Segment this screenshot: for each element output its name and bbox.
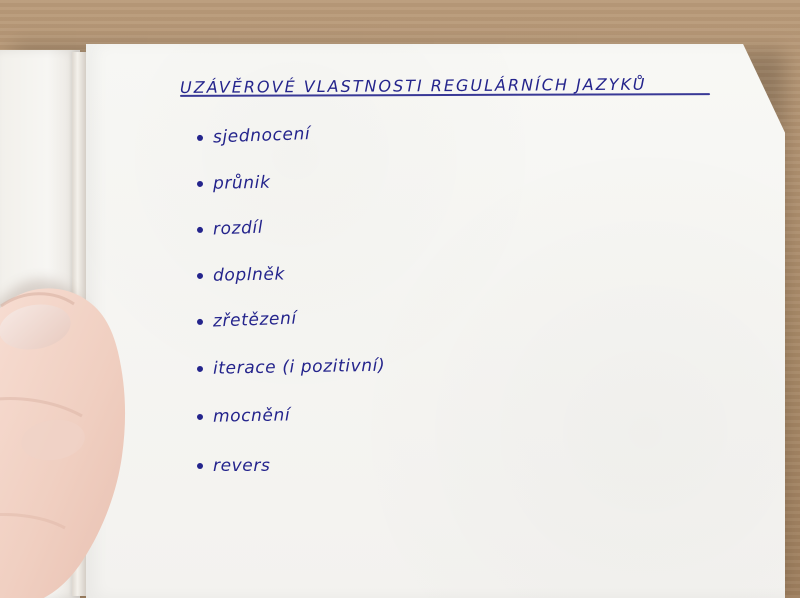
list-item-label: rozdíl [212,217,264,240]
list-item-label: zřetězení [212,308,298,332]
list-item: mocnění [196,405,291,427]
list-item: zřetězení [196,308,298,332]
list-item-label: mocnění [212,405,291,427]
bullet-icon [196,318,204,325]
list-item-label: iterace (i pozitivní) [212,355,386,379]
bullet-icon [196,365,204,372]
list-item: rozdíl [196,217,264,240]
list-item-label: revers [213,456,271,476]
bullet-icon [196,413,204,420]
bullet-icon [196,226,204,233]
list-item: sjednocení [196,124,311,148]
bullet-icon [196,180,204,187]
list-item: doplněk [196,264,286,286]
list-item-label: doplněk [212,264,286,286]
list-item: průnik [196,172,271,194]
list-item: revers [197,456,270,476]
handwritten-list: sjednocení průnik rozdíl doplněk zřetěze… [196,124,517,488]
bullet-icon [197,463,203,469]
list-item-label: průnik [212,172,271,194]
bullet-icon [196,134,204,141]
list-item: iterace (i pozitivní) [196,355,386,379]
bullet-icon [196,272,204,279]
list-item-label: sjednocení [212,124,311,148]
